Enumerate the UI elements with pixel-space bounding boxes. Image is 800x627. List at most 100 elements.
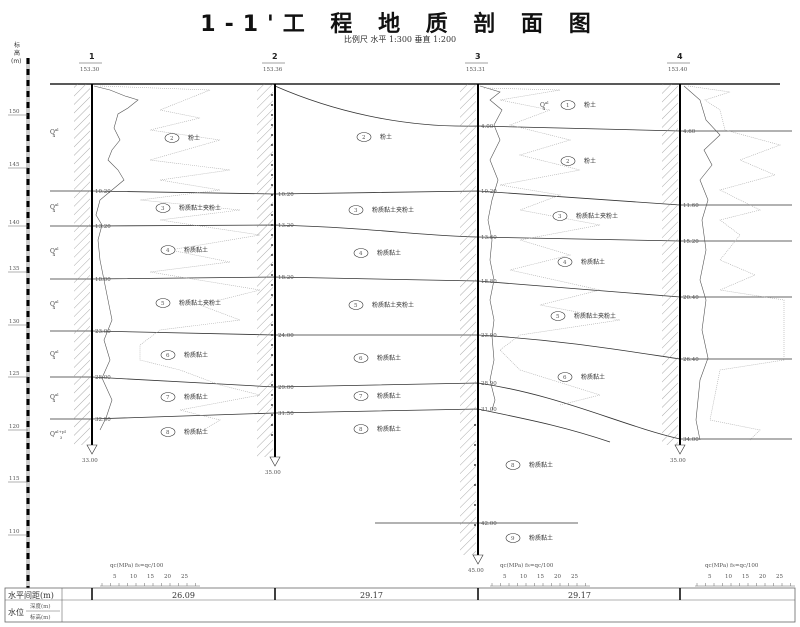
water-depth-label: 深度(m) (30, 602, 51, 610)
stratum-number: 4 (563, 260, 567, 266)
stratum-name: 粉质黏土 (184, 393, 208, 401)
axis-tick-label: 120 (9, 424, 20, 430)
layer-depth-label: 28.90 (481, 381, 497, 387)
stratum-label: 1 粉土 (560, 100, 596, 110)
stratum-name: 粉土 (584, 157, 596, 165)
layer-depth-label: 28.00 (95, 375, 111, 381)
stratum-label: 6 粉质黏土 (353, 353, 401, 363)
stratum-number: 3 (161, 206, 165, 212)
borehole-final-depth: 35.00 (265, 470, 281, 476)
stratum-label: 7 粉质黏土 (353, 391, 401, 401)
stratum-number: 8 (166, 430, 170, 436)
stratum-number-circle (356, 132, 372, 142)
stratum-number-circle (160, 392, 176, 402)
cpt-scale-tick: 25 (776, 574, 783, 580)
stratum-number: 2 (566, 159, 570, 165)
stratum-name: 粉质黏土 (377, 392, 401, 400)
stratum-label: 2 粉土 (560, 156, 596, 166)
stratum-number-circle (155, 298, 171, 308)
water-elevation-label: 标高(m) (30, 613, 51, 621)
layer-depth-label: 10.20 (481, 189, 497, 195)
cpt-scale-tick: 15 (742, 574, 749, 580)
stratum-number-circle (552, 211, 568, 221)
cpt-scale-tick: 10 (520, 574, 527, 580)
cpt-scale-tick: 5 (503, 574, 507, 580)
cpt-scale-tick: 10 (130, 574, 137, 580)
stratum-name: 粉土 (380, 133, 392, 141)
stratum-name: 粉质黏土夹粉土 (576, 212, 618, 220)
stratum-number: 8 (359, 427, 363, 433)
borehole-id: 4 (677, 52, 683, 61)
stratum-name: 粉质黏土 (377, 425, 401, 433)
borehole-1[interactable]: 1153.3033.0010.2013.2018.0023.0028.0032.… (74, 52, 111, 464)
axis-label-2: 高 (14, 49, 20, 57)
borehole-end-icon (472, 554, 484, 565)
stratum-number-circle (348, 205, 364, 215)
scale-subtitle: 比例尺 水平 1:300 垂直 1:200 (343, 35, 457, 44)
stratum-number-circle (353, 248, 369, 258)
axis-tick-label: 135 (9, 266, 20, 272)
borehole-end-icon (674, 444, 686, 455)
borehole-2[interactable]: 2153.3635.0010.2013.2018.2024.0029.0031.… (257, 52, 294, 476)
layer-depth-label: 31.00 (481, 407, 497, 413)
axis-tick-label: 150 (9, 109, 20, 115)
borehole-4[interactable]: 4153.4035.004.6011.6015.2020.4026.4034.0… (662, 52, 699, 464)
borehole-final-depth: 45.00 (468, 568, 484, 574)
stratum-number-circle (353, 424, 369, 434)
water-level-label: 水位 (8, 607, 24, 617)
layer-depth-label: 18.00 (95, 277, 111, 283)
layer-depth-label: 15.20 (683, 239, 699, 245)
axis-tick-label: 110 (9, 529, 20, 535)
stratum-name: 粉质黏土夹粉土 (372, 301, 414, 309)
layer-depth-label: 18.20 (278, 275, 294, 281)
stratum-name: 粉质黏土 (581, 373, 605, 381)
borehole-elevation: 153.30 (80, 67, 100, 73)
stratum-number: 4 (359, 251, 363, 257)
stratum-number: 5 (354, 303, 358, 309)
layer-depth-label: 34.00 (683, 437, 699, 443)
stratum-number: 1 (566, 103, 570, 109)
stratum-number: 6 (166, 353, 170, 359)
stratum-label: 6 粉质黏土 (160, 350, 208, 360)
borehole-3[interactable]: 3153.3145.004.0010.2013.6018.8023.9028.9… (460, 52, 497, 574)
stratum-number: 6 (359, 356, 363, 362)
stratum-number: 7 (359, 394, 363, 400)
axis-tick-label: 130 (9, 319, 20, 325)
layer-depth-label: 24.00 (278, 333, 294, 339)
cpt-scale-tick: 15 (147, 574, 154, 580)
axis-tick-label: 140 (9, 220, 20, 226)
stratum-number: 5 (556, 314, 560, 320)
borehole-id: 1 (89, 52, 95, 61)
layer-depth-label: 20.40 (683, 295, 699, 301)
stratum-label: 8 粉质黏土 (353, 424, 401, 434)
bottom-table: 水平间距(m) 水位 深度(m) 标高(m) 26.09 29.17 29.17 (4, 587, 796, 623)
stratum-name: 粉土 (584, 101, 596, 109)
stratum-number-circle (560, 156, 576, 166)
stratum-name: 粉质黏土 (184, 351, 208, 359)
layer-depth-label: 11.60 (683, 203, 699, 209)
layer-depth-label: 23.00 (95, 329, 111, 335)
stratum-number-circle (353, 353, 369, 363)
borehole-elevation: 153.31 (466, 67, 485, 73)
cpt-scale-label: qc(MPa) fs=qc/100 (500, 562, 554, 569)
stratum-number-circle (164, 133, 180, 143)
borehole-id: 2 (272, 52, 278, 61)
borehole-elevation: 153.40 (668, 67, 688, 73)
stratum-name: 粉质黏土 (377, 354, 401, 362)
distance-2-3: 29.17 (360, 591, 383, 600)
cpt-scale-tick: 5 (113, 574, 117, 580)
stratum-number: 3 (558, 214, 562, 220)
